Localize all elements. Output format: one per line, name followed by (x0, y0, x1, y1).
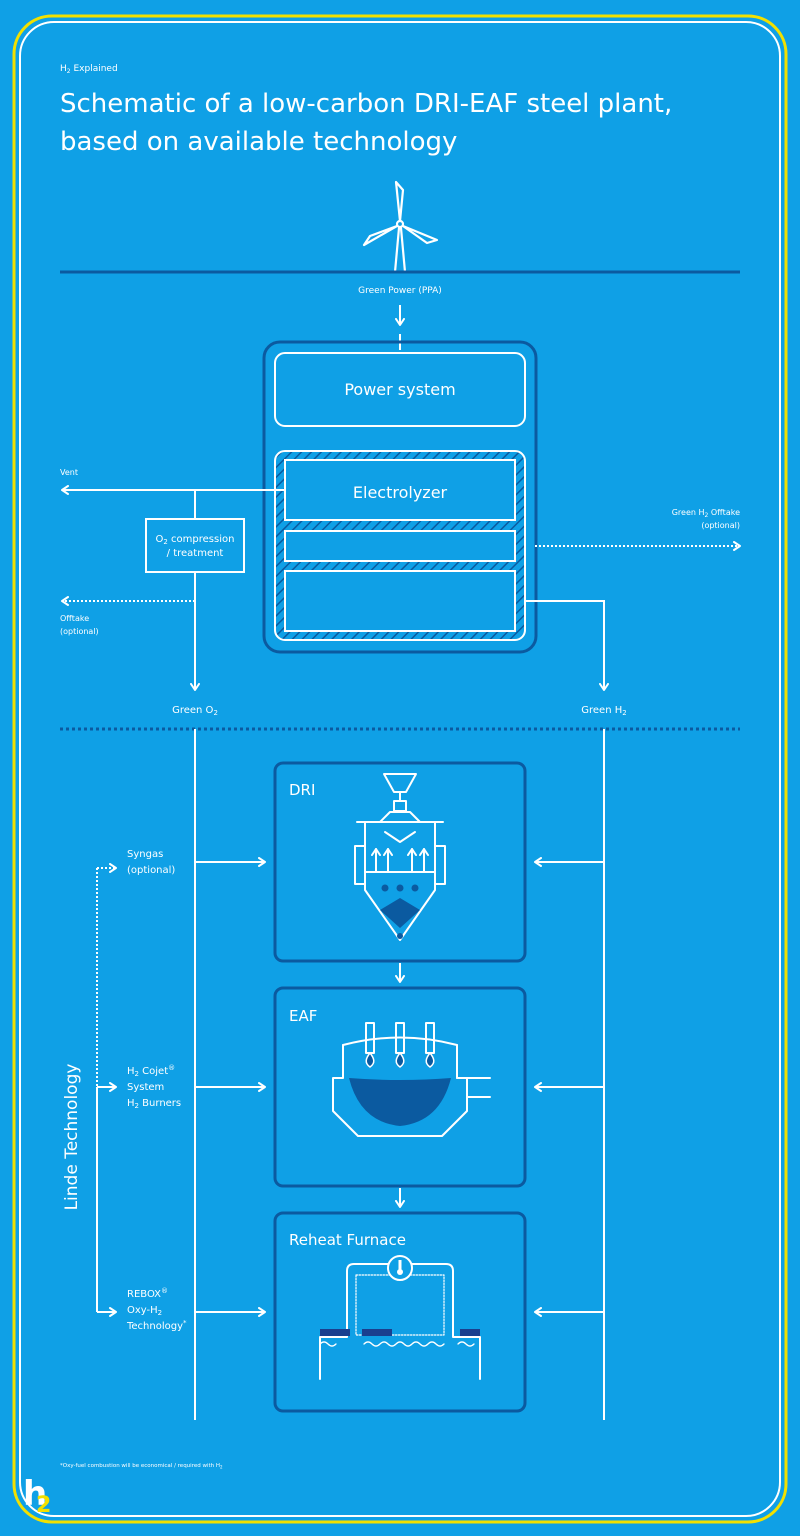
linde-technology-label: Linde Technology (62, 1064, 82, 1211)
electrolyzer-cell (284, 459, 516, 521)
svg-text:h: h (23, 1474, 47, 1514)
dri-box (273, 761, 527, 963)
frame-yellow (12, 14, 788, 1524)
thermometer-icon (387, 1255, 413, 1281)
power-system-label: Power system (344, 380, 455, 399)
eaf-box (273, 986, 527, 1188)
electrolysis-plant-outer (262, 340, 538, 654)
syngas-optional-label: (optional) (127, 865, 175, 876)
dri-shaft-furnace-icon (354, 773, 446, 941)
oxy-h2-label: Oxy-H2 (127, 1305, 162, 1317)
footnote: *Oxy-fuel combustion will be economical … (60, 1463, 223, 1470)
o2-compression-label: O2 compression (156, 534, 235, 546)
cojet-system-label: System (127, 1082, 164, 1093)
offtake-label: Offtake (60, 614, 89, 623)
eaf-label: EAF (289, 1007, 317, 1025)
green-h2-arrow (525, 600, 609, 691)
dri-pellets-icon (380, 884, 420, 939)
electrolyzer-middle-cell (284, 530, 516, 562)
technology-label: Technology* (126, 1319, 187, 1332)
green-o2-label: Green O2 (172, 705, 218, 717)
dri-label: DRI (289, 781, 315, 799)
steel-slabs (320, 1329, 480, 1336)
offtake-optional-label: (optional) (60, 627, 99, 636)
h2-burners-label: H2 Burners (127, 1098, 181, 1110)
eaf-flame-icons (349, 1051, 451, 1126)
electrolyzer-label: Electrolyzer (353, 483, 448, 502)
frame-white (19, 21, 781, 1517)
green-h2-offtake-label: Green H2 Offtake (672, 508, 740, 519)
svg-text:2: 2 (36, 1493, 51, 1518)
green-h2-label: Green H2 (581, 705, 626, 717)
reheat-furnace-label: Reheat Furnace (289, 1231, 406, 1249)
eyebrow: H2 Explained (60, 64, 118, 75)
title-line-1: Schematic of a low-carbon DRI-EAF steel … (60, 89, 672, 119)
electrolyzer-bottom-cell (284, 570, 516, 632)
vent-label: Vent (60, 468, 78, 477)
rebox-label: REBOX® (127, 1287, 168, 1300)
green-h2-offtake-optional: (optional) (701, 521, 740, 530)
h2-logo: h 2 (23, 1474, 51, 1518)
title-line-2: based on available technology (60, 127, 457, 157)
reheat-furnace-box (273, 1211, 527, 1413)
green-power-label: Green Power (PPA) (358, 286, 442, 296)
power-system-box (274, 352, 526, 427)
cojet-label: H2 Cojet® (127, 1064, 175, 1078)
syngas-label: Syngas (127, 849, 163, 860)
o2-treatment-label: / treatment (167, 548, 224, 559)
